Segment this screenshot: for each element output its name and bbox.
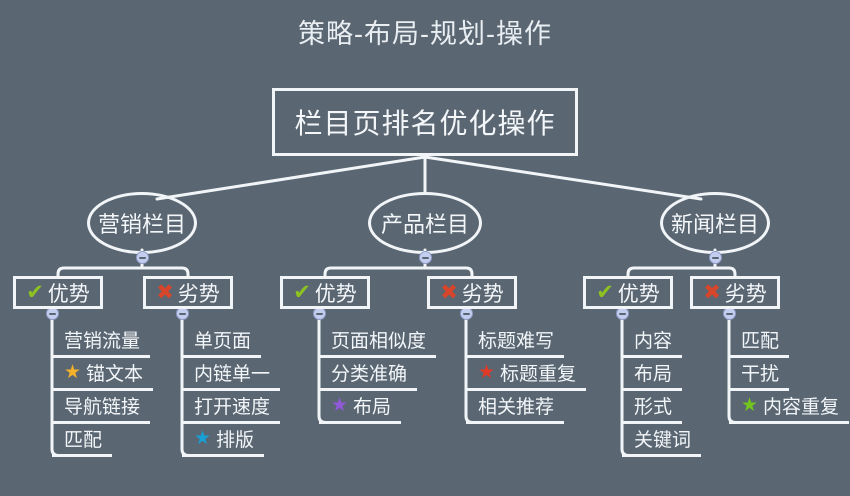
list-item[interactable]: 内容重复 [729,391,850,424]
list-item[interactable]: 匹配 [52,424,113,457]
cons-list-product: 标题难写 标题重复 相关推荐 [466,325,587,424]
list-item[interactable]: 关键词 [622,424,702,457]
pros-label: 优势 [314,282,357,306]
list-item[interactable]: 标题难写 [466,325,565,358]
list-item[interactable]: 形式 [622,391,683,424]
list-item[interactable]: 单页面 [182,325,262,358]
list-item[interactable]: 打开速度 [182,391,281,424]
list-item[interactable]: 干扰 [729,358,790,391]
page-title: 策略-布局-规划-操作 [298,19,552,49]
cons-list-news: 匹配 干扰 内容重复 [729,325,850,424]
collapse-toggle[interactable] [419,251,432,264]
check-icon [596,282,614,303]
cons-label: 劣势 [724,282,767,306]
collapse-toggle[interactable] [136,251,149,264]
list-item[interactable]: 页面相似度 [319,325,437,358]
pros-list-product: 页面相似度 分类准确 布局 [319,325,437,424]
pros-list-marketing: 营销流量 锚文本 导航链接 匹配 [52,325,154,457]
pros-list-news: 内容 布局 形式 关键词 [622,325,702,457]
star-icon [741,396,758,415]
list-item[interactable]: 布局 [319,391,402,424]
cross-icon [156,282,174,303]
cons-box-news[interactable]: 劣势 [690,276,780,309]
pros-box-marketing[interactable]: 优势 [13,276,103,309]
branch1-bracket [56,248,190,279]
list-item[interactable]: 导航链接 [52,391,151,424]
branch-node-news[interactable]: 新闻栏目 [660,192,770,254]
root-node[interactable]: 栏目页排名优化操作 [272,88,578,156]
star-icon [194,429,211,448]
cross-icon [703,282,721,303]
list-item[interactable]: 内容 [622,325,683,358]
list-item[interactable]: 匹配 [729,325,790,358]
collapse-toggle[interactable] [709,251,722,264]
list-item[interactable]: 内链单一 [182,358,281,391]
star-icon [331,396,348,415]
list-item[interactable]: 标题重复 [466,358,587,391]
list-item[interactable]: 锚文本 [52,358,154,391]
branch-node-marketing[interactable]: 营销栏目 [87,192,197,254]
star-icon [478,363,495,382]
pros-label: 优势 [617,282,660,306]
branch2-bracket [323,248,474,279]
root-branch-lines [155,155,703,201]
cons-label: 劣势 [461,282,504,306]
list-item[interactable]: 营销流量 [52,325,151,358]
pros-label: 优势 [47,282,90,306]
star-icon [64,363,81,382]
pros-box-product[interactable]: 优势 [280,276,370,309]
list-item[interactable]: 排版 [182,424,265,457]
list-item[interactable]: 分类准确 [319,358,418,391]
cons-label: 劣势 [177,282,220,306]
list-item[interactable]: 相关推荐 [466,391,565,424]
cons-box-product[interactable]: 劣势 [427,276,517,309]
check-icon [26,282,44,303]
cons-list-marketing: 单页面 内链单一 打开速度 排版 [182,325,281,457]
cross-icon [440,282,458,303]
branch-node-product[interactable]: 产品栏目 [368,192,482,254]
check-icon [293,282,311,303]
cons-box-marketing[interactable]: 劣势 [143,276,233,309]
pros-box-news[interactable]: 优势 [583,276,673,309]
list-item[interactable]: 布局 [622,358,683,391]
